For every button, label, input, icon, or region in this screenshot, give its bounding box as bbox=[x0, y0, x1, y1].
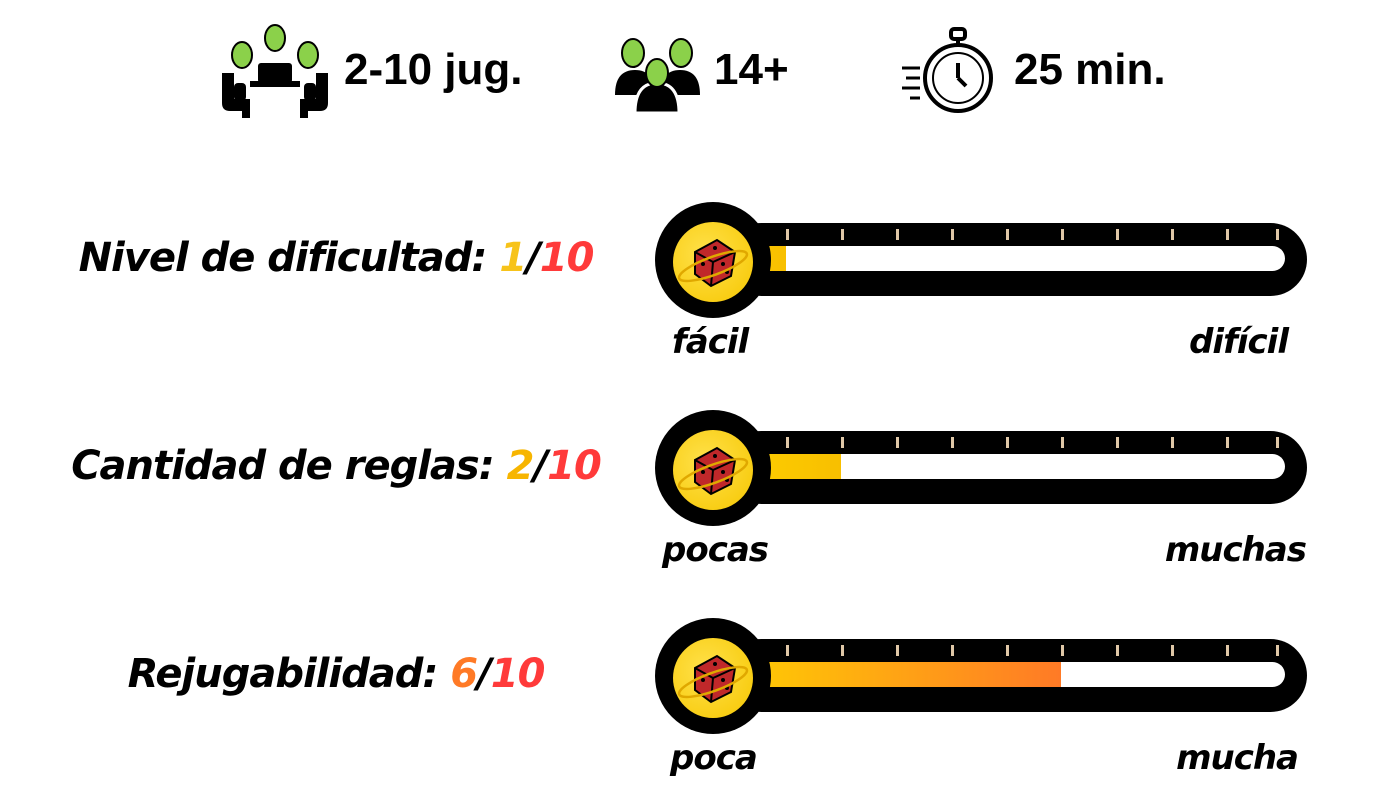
tick-mark bbox=[896, 645, 899, 656]
rating-max: 10 bbox=[490, 651, 546, 697]
min-label: fácil bbox=[672, 322, 749, 362]
time-text: 25 min. bbox=[1014, 45, 1166, 94]
tick-mark bbox=[1171, 229, 1174, 240]
meter-empty bbox=[755, 454, 1285, 479]
rating-value: 2 bbox=[506, 443, 535, 489]
tick-mark bbox=[1061, 437, 1064, 448]
min-label: pocas bbox=[662, 530, 769, 570]
rating-value: 6 bbox=[450, 651, 478, 697]
players-stat: 2-10 jug. bbox=[220, 20, 523, 120]
tick-mark bbox=[786, 229, 789, 240]
tick-mark bbox=[896, 229, 899, 240]
players-text: 2-10 jug. bbox=[344, 45, 523, 94]
tick-mark bbox=[1171, 645, 1174, 656]
tick-mark bbox=[1276, 645, 1279, 656]
min-label: poca bbox=[670, 738, 758, 778]
meter-bulb bbox=[655, 202, 771, 318]
planet-dice-icon bbox=[677, 238, 749, 288]
age-text: 14+ bbox=[714, 45, 789, 94]
rating-meter bbox=[655, 408, 1310, 528]
alien-group-icon bbox=[615, 38, 700, 115]
rating-value: 1 bbox=[499, 235, 527, 281]
tick-mark bbox=[841, 645, 844, 656]
meter-bulb bbox=[655, 410, 771, 526]
rating-meter bbox=[655, 200, 1310, 320]
tick-mark bbox=[1226, 229, 1229, 240]
tick-mark bbox=[1276, 437, 1279, 448]
max-label: mucha bbox=[1176, 738, 1299, 778]
tick-mark bbox=[1226, 437, 1229, 448]
tick-mark bbox=[786, 437, 789, 448]
alien-players-table-icon bbox=[222, 23, 328, 118]
tick-mark bbox=[841, 229, 844, 240]
stopwatch-icon bbox=[902, 26, 993, 113]
planet-dice-icon bbox=[677, 654, 749, 704]
tick-mark bbox=[1116, 437, 1119, 448]
tick-mark bbox=[1061, 229, 1064, 240]
rating-label: Rejugabilidad: 6/10 bbox=[127, 651, 546, 697]
max-label: muchas bbox=[1164, 530, 1307, 570]
meter-bulb bbox=[655, 618, 771, 734]
tick-mark bbox=[1006, 437, 1009, 448]
tick-mark bbox=[951, 437, 954, 448]
tick-mark bbox=[1116, 229, 1119, 240]
planet-dice-icon bbox=[677, 446, 749, 496]
rating-label: Cantidad de reglas: 2/10 bbox=[71, 443, 602, 489]
tick-mark bbox=[951, 229, 954, 240]
tick-mark bbox=[951, 645, 954, 656]
time-stat: 25 min. bbox=[900, 20, 1166, 120]
tick-mark bbox=[841, 437, 844, 448]
tick-mark bbox=[896, 437, 899, 448]
rating-max: 10 bbox=[539, 235, 595, 281]
tick-mark bbox=[1006, 645, 1009, 656]
rating-meter bbox=[655, 616, 1310, 736]
tick-mark bbox=[1276, 229, 1279, 240]
tick-mark bbox=[1061, 645, 1064, 656]
tick-mark bbox=[1116, 645, 1119, 656]
rating-label: Nivel de dificultad: 1/10 bbox=[78, 235, 595, 281]
age-stat: 14+ bbox=[615, 20, 789, 120]
tick-mark bbox=[1226, 645, 1229, 656]
rating-max: 10 bbox=[547, 443, 602, 489]
tick-mark bbox=[1171, 437, 1174, 448]
meter-fill bbox=[715, 662, 1061, 687]
tick-mark bbox=[1006, 229, 1009, 240]
tick-mark bbox=[786, 645, 789, 656]
max-label: difícil bbox=[1189, 322, 1289, 362]
meter-empty bbox=[755, 246, 1285, 271]
